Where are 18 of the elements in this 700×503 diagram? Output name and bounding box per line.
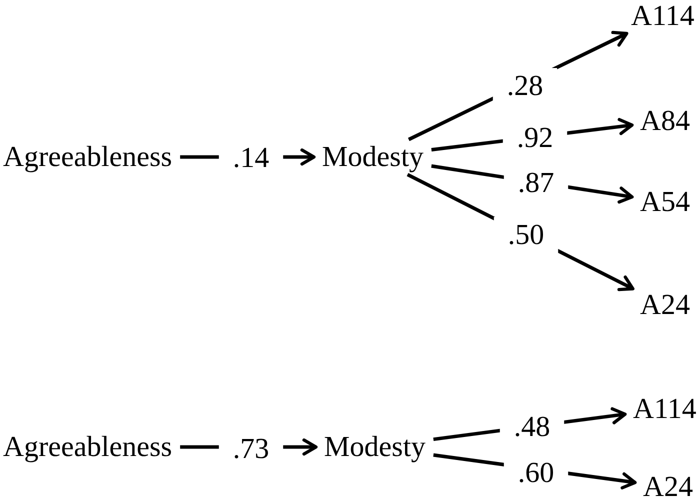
variable-label: Agreeableness (3, 433, 172, 461)
edge-label: .87 (518, 169, 554, 197)
variable-label: A114 (631, 2, 694, 30)
edge-label: .60 (518, 459, 554, 487)
variable-label: A54 (640, 188, 690, 216)
variable-label: A24 (643, 473, 693, 501)
variable-label: A114 (633, 395, 696, 423)
variable-label: A84 (640, 107, 690, 135)
edge-label: .28 (506, 72, 544, 100)
variable-label: Modesty (324, 433, 426, 461)
variable-label: A24 (640, 291, 690, 319)
edge-label: .73 (232, 435, 270, 463)
edge-label: .50 (508, 221, 544, 249)
variable-label: Agreeableness (3, 143, 172, 171)
edge-label: .48 (514, 413, 550, 441)
edge-label: .92 (516, 124, 554, 152)
edge-label: .14 (232, 144, 270, 172)
variable-label: Modesty (322, 143, 424, 171)
